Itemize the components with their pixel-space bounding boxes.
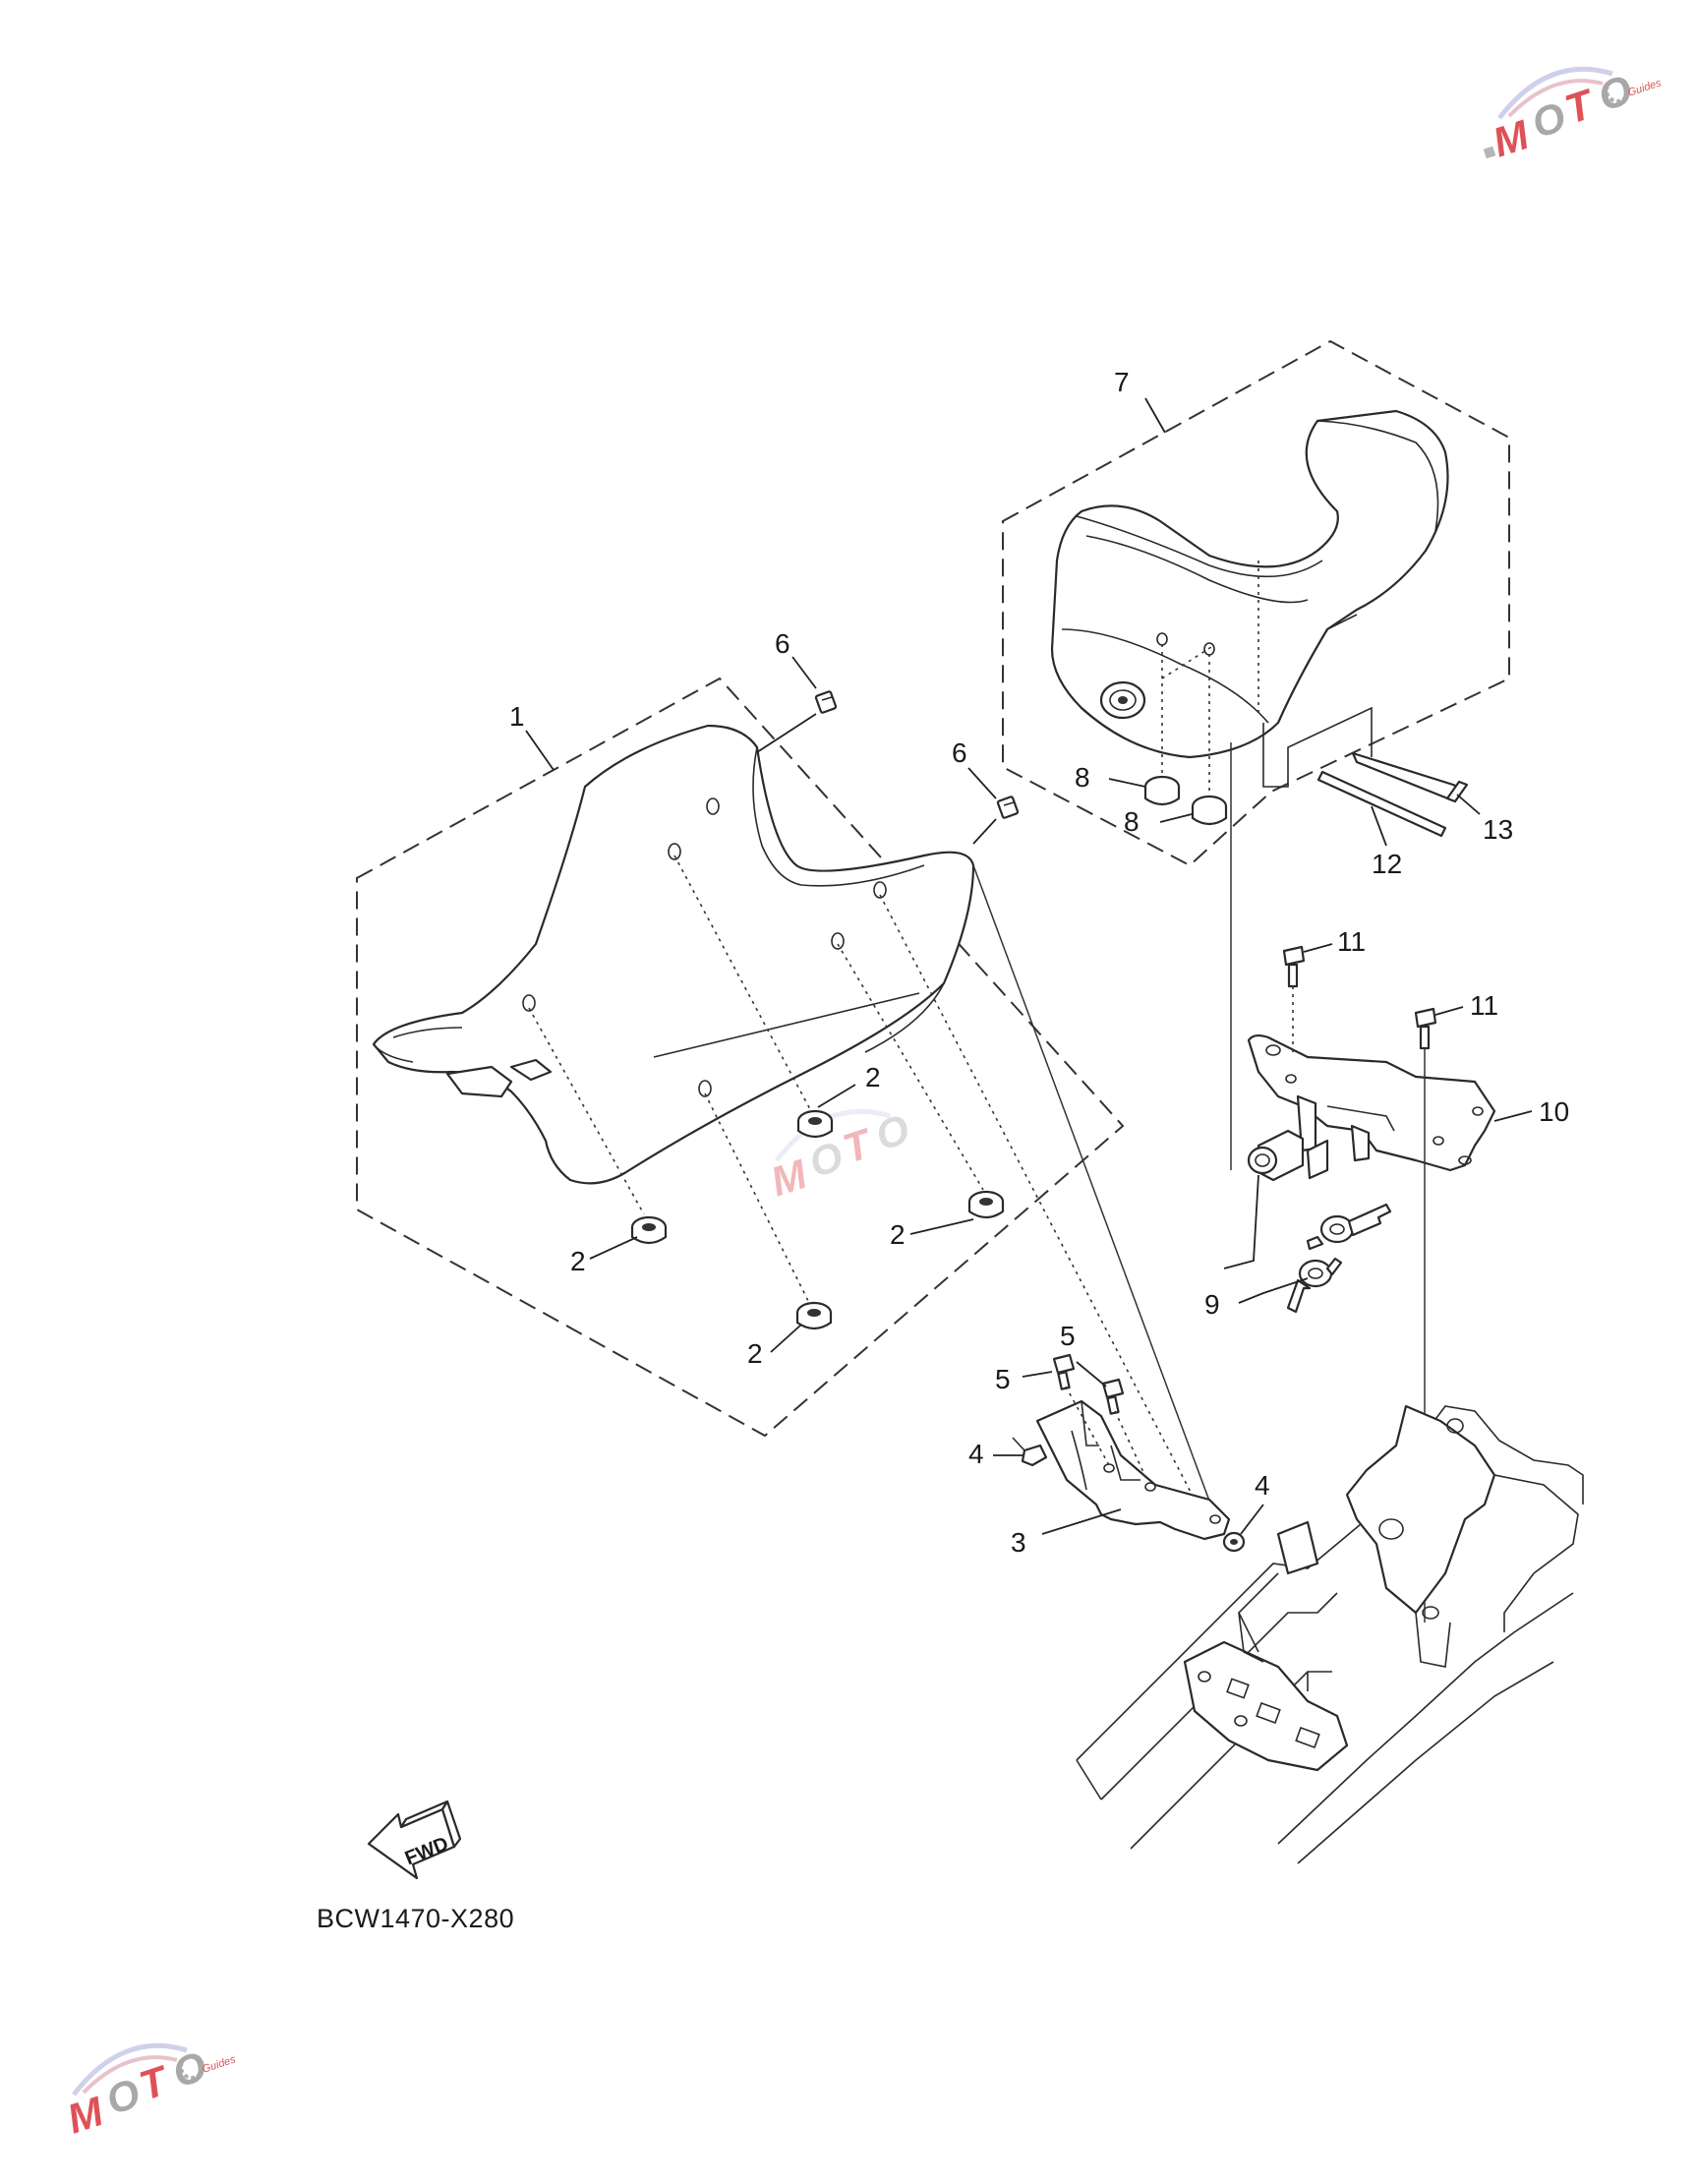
watermark-logo-center: M O T O: [765, 1105, 914, 1205]
callout-1: 1: [509, 701, 525, 732]
key-9b: [1286, 1257, 1343, 1314]
callout-10: 10: [1539, 1096, 1569, 1127]
damper-8a: [1143, 775, 1181, 806]
watermark-logo-bottom: M O T O Guides: [62, 2042, 238, 2143]
callout-7: 7: [1114, 367, 1130, 397]
svg-text:Guides: Guides: [1626, 77, 1663, 98]
callout-2b: 2: [865, 1062, 881, 1092]
svg-text:M: M: [1488, 111, 1536, 166]
callout-4a: 4: [968, 1439, 984, 1469]
bracket-10: [1247, 1033, 1496, 1172]
rod-12: [1316, 770, 1447, 838]
bolt-11b: [1414, 1007, 1437, 1050]
callout-11a: 11: [1337, 926, 1366, 957]
callout-2d: 2: [747, 1338, 763, 1369]
damper-2b: [796, 1109, 834, 1139]
callout-3: 3: [1011, 1527, 1026, 1558]
key-9a: [1306, 1203, 1392, 1251]
rider-seat: [372, 724, 975, 1185]
callout-8a: 8: [1075, 762, 1090, 793]
callout-2a: 2: [570, 1246, 586, 1276]
damper-2d: [795, 1301, 833, 1330]
damper-2a: [630, 1215, 668, 1245]
bolt-11a: [1282, 945, 1306, 988]
callout-6a: 6: [775, 628, 790, 659]
bolt-5a: [1052, 1353, 1076, 1390]
callout-5a: 5: [995, 1364, 1011, 1394]
rider-seat-group-outline: [356, 677, 1125, 1438]
damper-8b: [1191, 795, 1228, 826]
frame: [1076, 1404, 1584, 1864]
callout-11b: 11: [1470, 990, 1498, 1021]
callout-5b: 5: [1060, 1321, 1076, 1351]
callout-2c: 2: [890, 1219, 906, 1250]
clip-6a: [814, 690, 838, 714]
forward-arrow-icon: FWD: [367, 1800, 462, 1880]
nut-4b: [1222, 1531, 1246, 1553]
svg-text:O: O: [870, 1105, 915, 1159]
bolt-5b: [1101, 1378, 1125, 1415]
callout-9: 9: [1204, 1289, 1220, 1320]
callout-4b: 4: [1255, 1470, 1270, 1501]
passenger-seat-group-outline: [1002, 339, 1510, 867]
callout-13: 13: [1483, 814, 1513, 845]
passenger-seat: [1050, 409, 1449, 759]
svg-text:Guides: Guides: [201, 2053, 237, 2075]
svg-text:M: M: [765, 1151, 813, 1206]
seat-lock-9: [1247, 1129, 1329, 1182]
bracket-3: [1035, 1399, 1231, 1541]
callout-6b: 6: [952, 738, 967, 768]
callout-8b: 8: [1124, 806, 1140, 837]
hex-wrench-13: [1351, 751, 1469, 803]
nut-4a: [1012, 1437, 1048, 1467]
callout-12: 12: [1372, 849, 1402, 879]
watermark-logo-top: M O T O Guides: [1483, 66, 1664, 166]
clip-6b: [996, 796, 1020, 819]
svg-text:M: M: [62, 2088, 110, 2143]
diagram-code: BCW1470-X280: [317, 1904, 514, 1933]
damper-2c: [967, 1190, 1005, 1219]
